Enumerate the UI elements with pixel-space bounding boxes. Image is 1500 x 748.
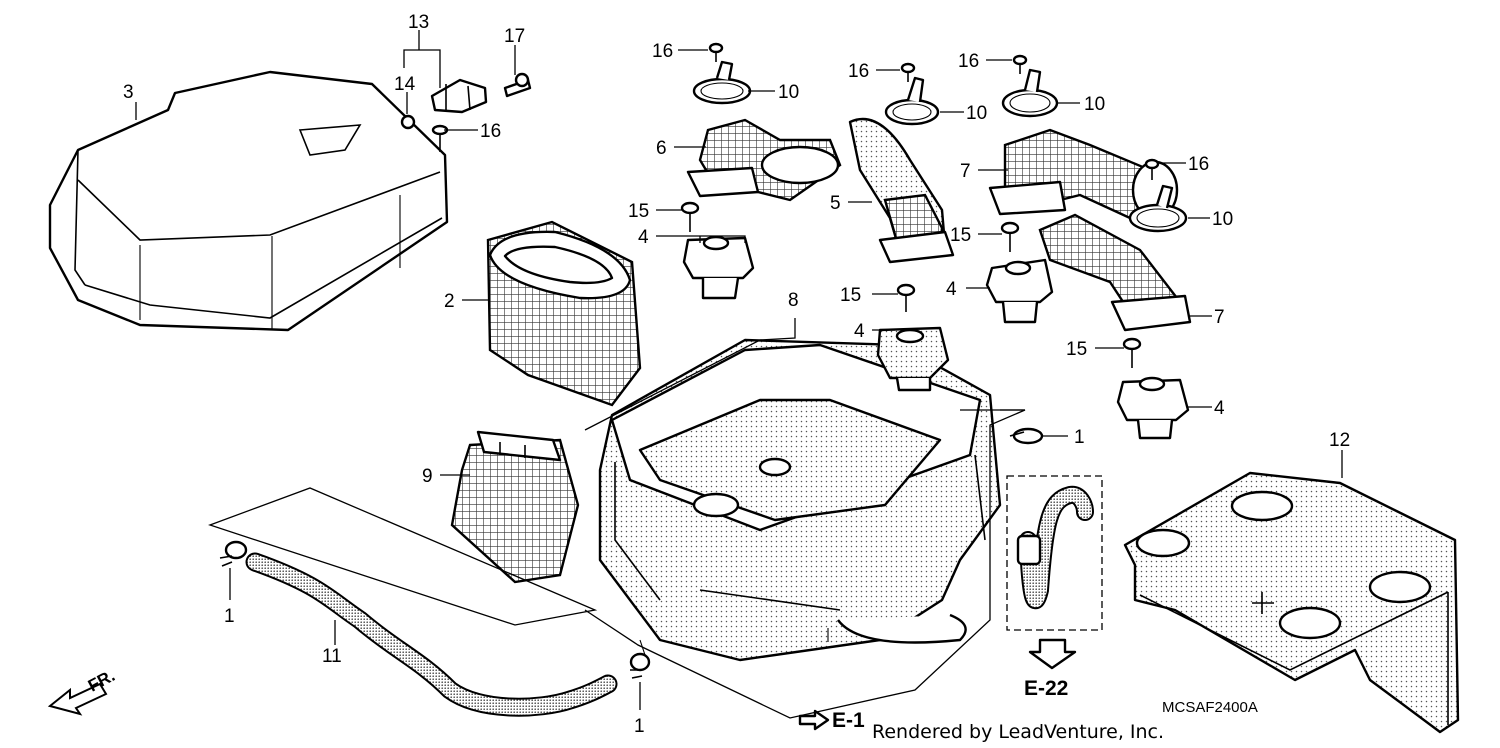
callout-2: 2 <box>444 291 455 312</box>
intake-tube <box>686 118 842 202</box>
callout-7: 7 <box>960 161 971 182</box>
callout-1: 1 <box>1074 427 1085 448</box>
reference-e1: E-1 <box>832 709 865 732</box>
flange-bolt <box>680 201 1142 368</box>
callout-4: 4 <box>1214 398 1225 419</box>
callout-1: 1 <box>224 606 235 627</box>
callout-16: 16 <box>848 61 869 82</box>
callout-9: 9 <box>422 466 433 487</box>
air-funnel <box>450 430 580 584</box>
intake-air-sensor <box>400 72 532 130</box>
callout-13: 13 <box>408 12 429 33</box>
hose-clip <box>219 427 1044 679</box>
callout-10: 10 <box>1212 209 1233 230</box>
callout-10: 10 <box>1084 94 1105 115</box>
callout-15: 15 <box>840 285 861 306</box>
intake-tube <box>1038 213 1192 332</box>
callout-5: 5 <box>830 193 841 214</box>
callout-12: 12 <box>1329 430 1350 451</box>
callout-16: 16 <box>1188 154 1209 175</box>
intake-joint-base <box>1116 376 1190 440</box>
callout-15: 15 <box>628 201 649 222</box>
callout-15: 15 <box>1066 339 1087 360</box>
air-filter-element <box>486 220 642 407</box>
intake-joint-base <box>876 326 950 392</box>
callout-10: 10 <box>966 103 987 124</box>
callout-3: 3 <box>123 82 134 103</box>
heat-protector-plate <box>1123 471 1460 734</box>
callout-4: 4 <box>946 279 957 300</box>
callout-11: 11 <box>322 646 342 667</box>
callout-8: 8 <box>788 290 799 311</box>
intake-joint-base <box>985 258 1054 324</box>
callout-numbers: 3 13 14 17 16 2 16 10 6 15 4 8 16 10 16 … <box>123 12 1350 737</box>
callout-17: 17 <box>504 26 525 47</box>
intake-joint-base <box>682 235 755 300</box>
callout-6: 6 <box>656 138 667 159</box>
case-assembly-outline <box>208 318 1026 719</box>
intake-tube <box>988 128 1179 220</box>
leader-lines <box>135 30 1343 710</box>
callout-16: 16 <box>652 41 673 62</box>
callout-10: 10 <box>778 82 799 103</box>
callout-4: 4 <box>638 227 649 248</box>
intake-tube <box>848 117 955 264</box>
breather-tube-reference <box>1006 475 1103 670</box>
tube-band-clamp <box>692 60 1188 233</box>
callout-7: 7 <box>1214 307 1225 328</box>
callout-1: 1 <box>634 716 645 737</box>
air-cleaner-cover <box>48 70 449 332</box>
air-cleaner-case <box>598 338 1002 662</box>
callout-14: 14 <box>394 74 416 95</box>
callout-4: 4 <box>854 321 865 342</box>
drain-tube <box>245 552 618 717</box>
callout-16: 16 <box>958 51 979 72</box>
reference-e22: E-22 <box>1024 677 1068 700</box>
callout-15: 15 <box>950 225 971 246</box>
callout-16: 16 <box>480 121 501 142</box>
diagram-code: MCSAF2400A <box>1162 699 1258 716</box>
front-direction-arrow: FR. <box>47 666 118 716</box>
reference-labels: E-1 E-22 MCSAF2400A Rendered by LeadVent… <box>798 677 1258 743</box>
screw-bolt <box>708 42 1160 180</box>
render-credit: Rendered by LeadVenture, Inc. <box>872 721 1164 743</box>
